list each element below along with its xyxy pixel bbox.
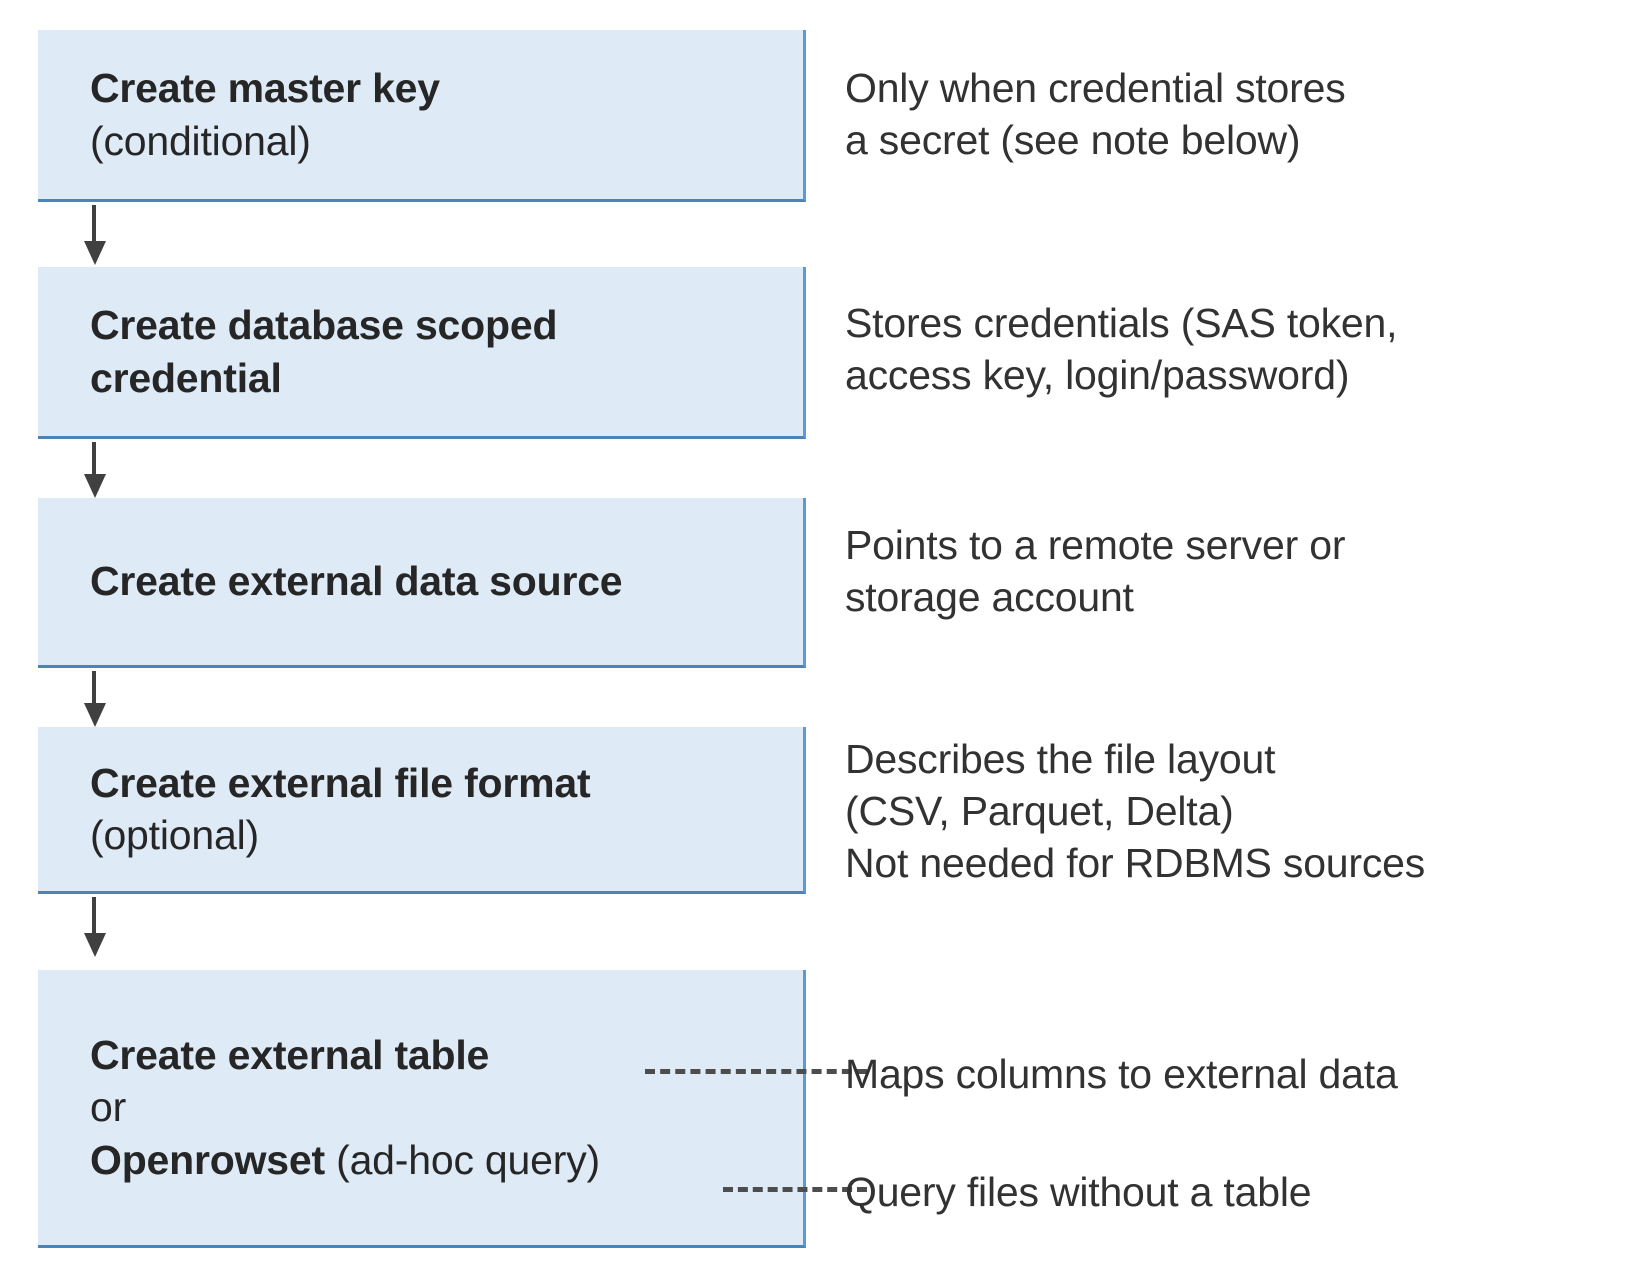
step-subtitle-create-external-file-format: (optional) <box>90 812 259 858</box>
arrow-down-1 <box>84 205 106 265</box>
step-title-create-database-scoped-credential-cont: credential <box>90 354 282 401</box>
arrow-shaft <box>92 442 96 474</box>
openrowset-qualifier: (ad-hoc query) <box>324 1136 600 1183</box>
dashed-connector-external-table <box>645 1069 867 1074</box>
note-line: Not needed for RDBMS sources <box>845 840 1426 887</box>
arrow-down-4 <box>84 897 106 957</box>
step-title-create-external-data-source: Create external data source <box>90 558 623 605</box>
note-line: Query files without a table <box>845 1169 1312 1215</box>
step-title-openrowset: Openrowset (ad-hoc query) <box>90 1134 789 1186</box>
note-create-database-scoped-credential: Stores credentials (SAS token, access ke… <box>845 297 1615 401</box>
step-box-create-master-key[interactable]: Create master key (conditional) <box>38 30 806 202</box>
arrow-head <box>84 703 106 727</box>
note-line: Describes the file layout <box>845 736 1276 782</box>
note-line: a secret (see note below) <box>845 117 1301 164</box>
note-line: storage account <box>845 574 1134 621</box>
arrow-shaft <box>92 671 96 703</box>
step-box-labels: Create master key (conditional) <box>38 62 803 166</box>
step-box-labels: Create external file format (optional) <box>38 757 803 861</box>
arrow-head <box>84 933 106 957</box>
step-box-create-external-data-source[interactable]: Create external data source <box>38 498 806 668</box>
note-openrowset: Query files without a table <box>845 1166 1615 1218</box>
note-create-external-table: Maps columns to external data <box>845 1048 1615 1100</box>
step-title-create-master-key: Create master key <box>90 65 440 112</box>
openrowset-keyword: Openrowset <box>90 1136 325 1183</box>
step-title-create-database-scoped-credential: Create database scoped <box>90 302 558 349</box>
note-line: Stores credentials (SAS token, <box>845 300 1398 346</box>
arrow-head <box>84 241 106 265</box>
note-create-external-data-source: Points to a remote server or storage acc… <box>845 519 1615 623</box>
note-line: Points to a remote server or <box>845 522 1346 568</box>
dashed-connector-openrowset <box>723 1187 867 1192</box>
arrow-down-2 <box>84 442 106 498</box>
note-create-master-key: Only when credential stores a secret (se… <box>845 62 1615 166</box>
arrow-shaft <box>92 205 96 241</box>
note-create-external-file-format: Describes the file layout (CSV, Parquet,… <box>845 733 1615 889</box>
note-line: Maps columns to external data <box>845 1051 1398 1097</box>
note-line: Only when credential stores <box>845 65 1346 111</box>
note-line: (CSV, Parquet, Delta) <box>845 788 1234 835</box>
step-box-labels: Create external data source <box>38 555 803 607</box>
step-box-labels: Create database scoped credential <box>38 299 803 403</box>
arrow-shaft <box>92 897 96 933</box>
step-box-create-external-file-format[interactable]: Create external file format (optional) <box>38 727 806 894</box>
step-connector-or: or <box>90 1084 127 1131</box>
step-box-labels: Create external table or Openrowset (ad-… <box>38 1029 803 1185</box>
arrow-head <box>84 474 106 498</box>
step-box-create-external-table-or-openrowset[interactable]: Create external table or Openrowset (ad-… <box>38 970 806 1248</box>
arrow-down-3 <box>84 671 106 727</box>
step-title-create-external-table: Create external table <box>90 1032 490 1079</box>
step-box-create-database-scoped-credential[interactable]: Create database scoped credential <box>38 267 806 439</box>
step-subtitle-create-master-key: (conditional) <box>90 117 311 164</box>
step-title-create-external-file-format: Create external file format <box>90 759 591 806</box>
note-line: access key, login/password) <box>845 352 1350 399</box>
